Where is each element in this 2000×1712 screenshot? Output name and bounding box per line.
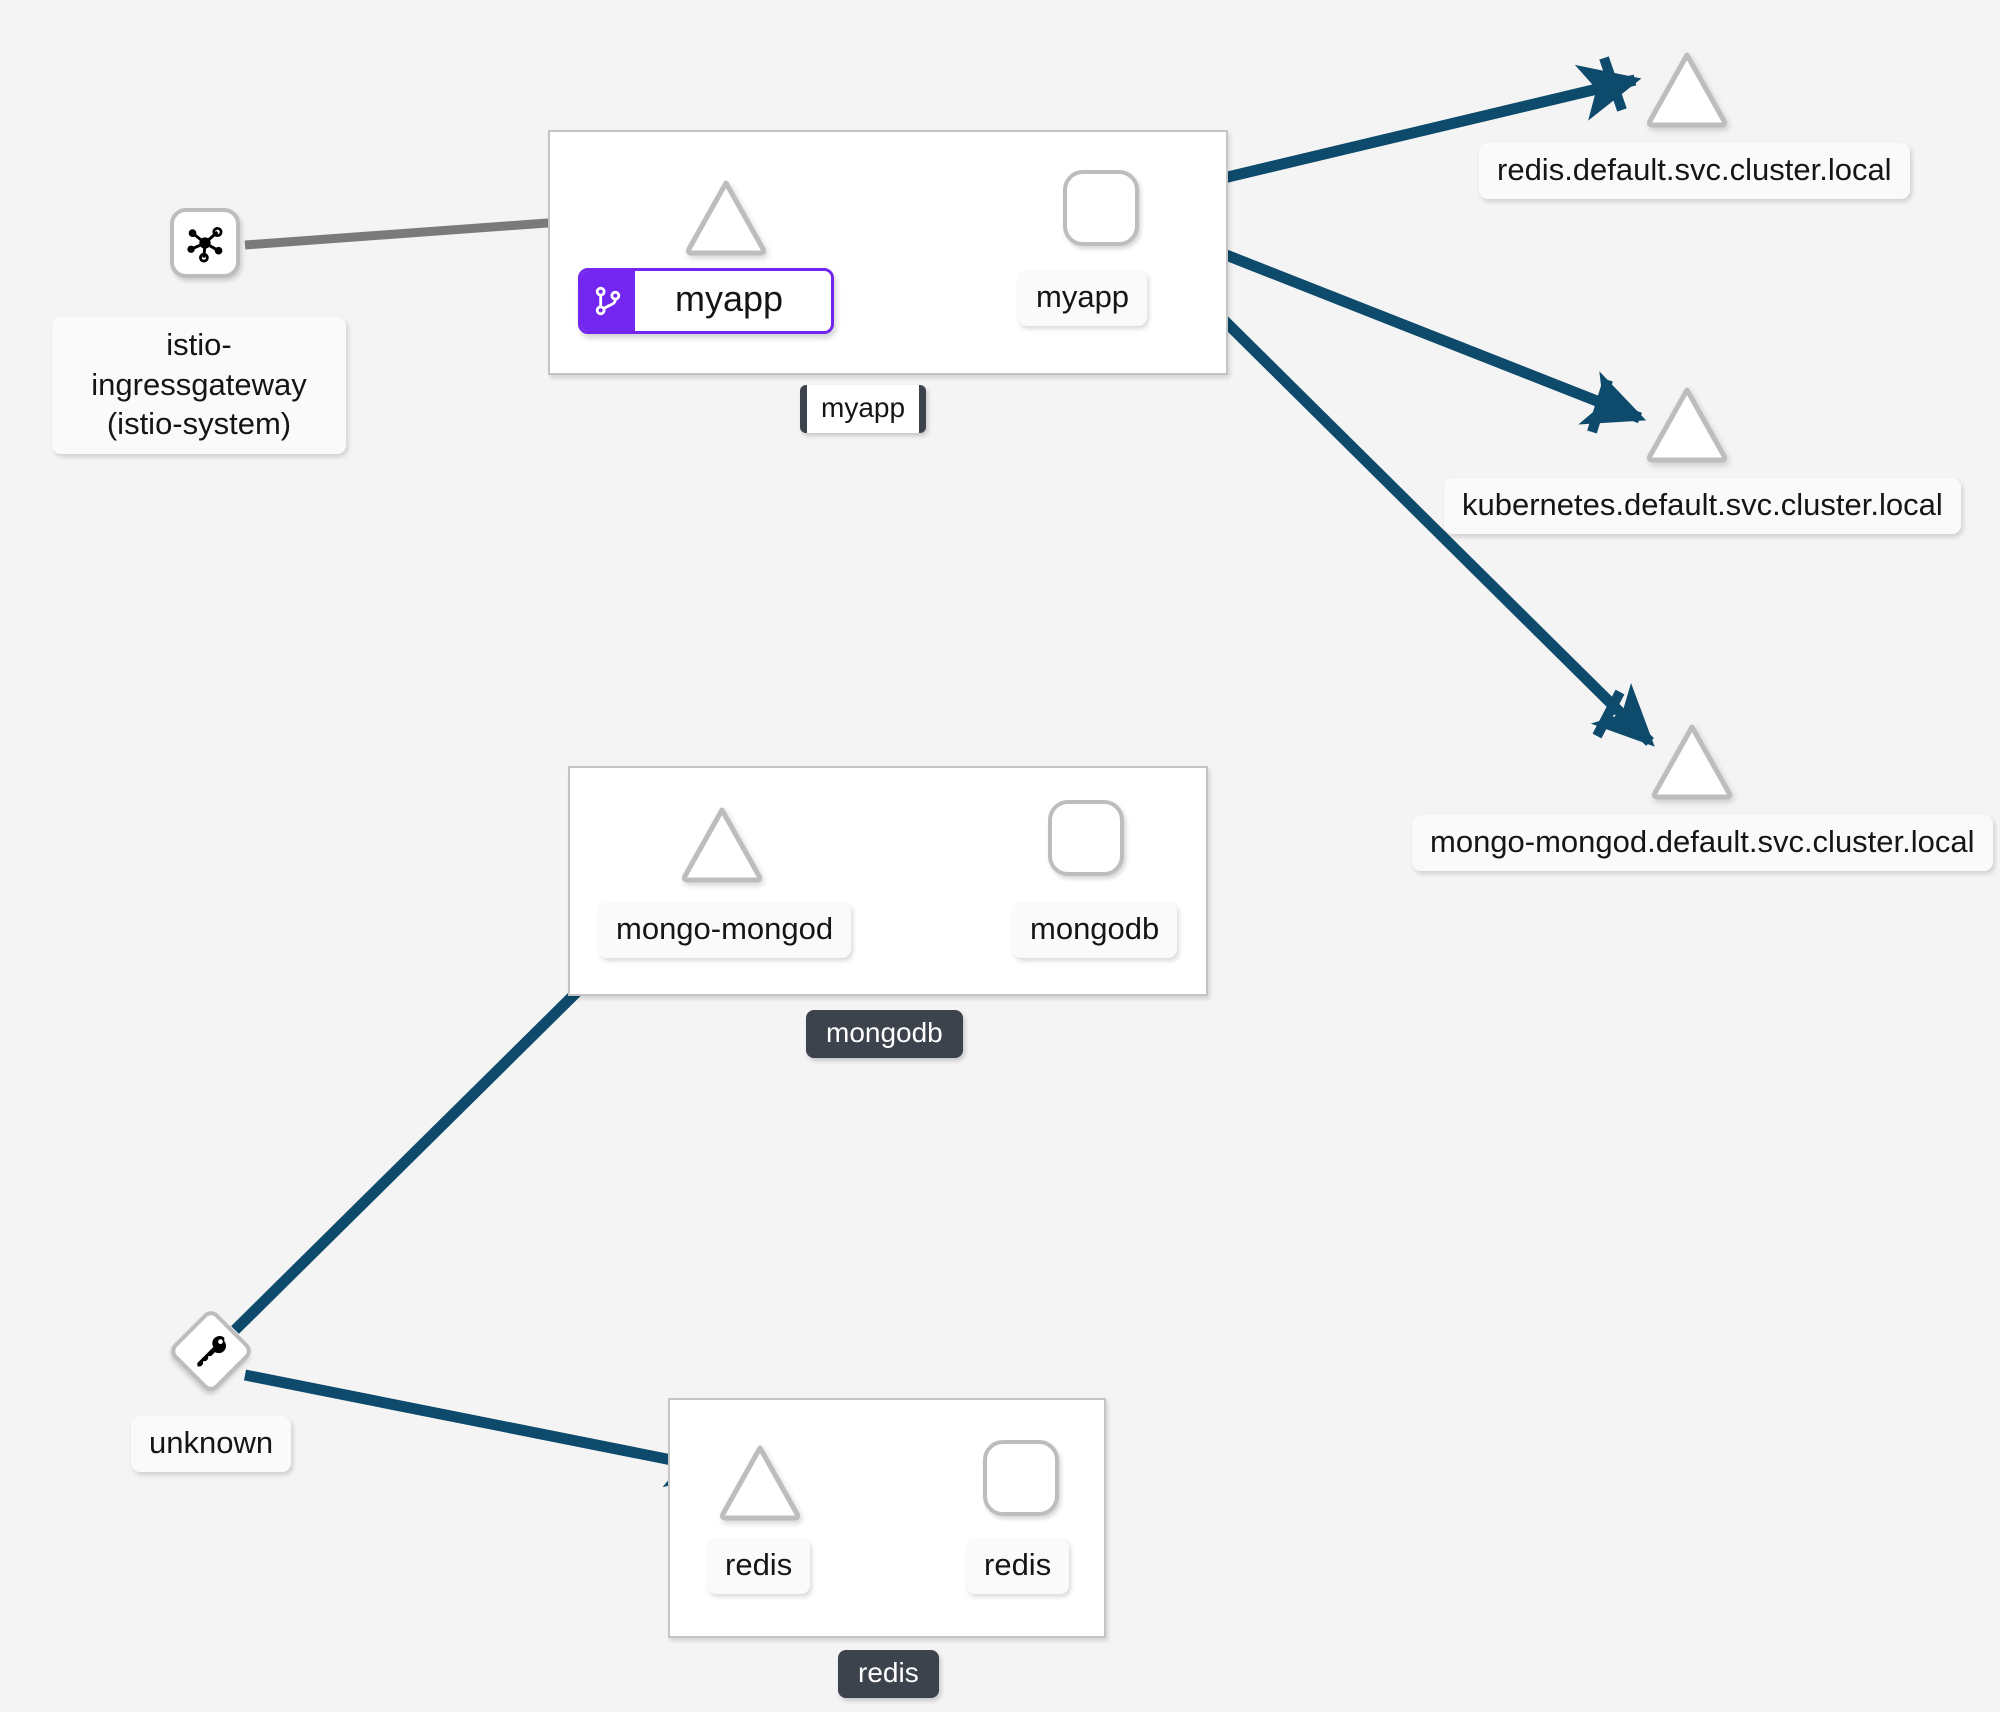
triangle-glyph	[719, 1445, 801, 1521]
node-label-myapp-app[interactable]: myapp	[1018, 270, 1148, 326]
mongodb-app-shape[interactable]	[1048, 800, 1124, 876]
istio-ingressgateway-label-line2: (istio-system)	[106, 406, 292, 442]
triangle-glyph	[1651, 724, 1733, 800]
redis-fqdn-shape[interactable]	[1645, 50, 1729, 128]
istio-ingressgateway-label-line1: istio-ingressgateway	[91, 327, 307, 402]
node-label-redis-fqdn[interactable]: redis.default.svc.cluster.local	[1479, 143, 1910, 199]
namespace-box-mongodb[interactable]	[568, 766, 1208, 996]
triangle-glyph	[685, 180, 767, 256]
mtls-tick-mongo	[1592, 689, 1625, 739]
triangle-glyph	[681, 807, 763, 883]
kubernetes-fqdn-shape[interactable]	[1645, 385, 1729, 463]
mtls-tick-redis	[1599, 56, 1627, 112]
node-label-mongodb-app[interactable]: mongodb	[1012, 902, 1178, 958]
unknown-icon-wrap	[180, 1320, 242, 1382]
edge-unknown-to-redis-service[interactable]	[243, 1369, 729, 1488]
triangle-glyph	[1646, 52, 1728, 128]
git-branch-icon	[581, 271, 635, 331]
myapp-service-label-text: myapp	[635, 271, 832, 331]
mongo-fqdn-shape[interactable]	[1650, 722, 1734, 800]
myapp-service-shape[interactable]	[684, 178, 768, 256]
istio-ingressgateway-shape[interactable]	[170, 208, 240, 278]
node-label-redis-service[interactable]: redis	[707, 1538, 811, 1594]
mesh-icon	[187, 226, 223, 263]
node-label-mongo-fqdn[interactable]: mongo-mongod.default.svc.cluster.local	[1412, 815, 1993, 871]
node-label-kubernetes-fqdn[interactable]: kubernetes.default.svc.cluster.local	[1444, 478, 1961, 534]
node-label-redis-app[interactable]: redis	[966, 1538, 1070, 1594]
node-label-myapp-service[interactable]: myapp	[578, 268, 835, 334]
node-label-unknown[interactable]: unknown	[131, 1416, 292, 1472]
node-label-istio-ingressgateway[interactable]: istio-ingressgateway (istio-system)	[52, 317, 346, 455]
mongo-mongod-service-shape[interactable]	[680, 805, 764, 883]
namespace-badge-redis[interactable]: redis	[838, 1650, 939, 1698]
redis-service-shape[interactable]	[718, 1443, 802, 1521]
redis-app-shape[interactable]	[983, 1440, 1059, 1516]
namespace-box-myapp[interactable]	[548, 130, 1228, 375]
key-icon	[197, 1335, 227, 1367]
triangle-glyph	[1646, 387, 1728, 463]
mtls-tick-kubernetes	[1587, 378, 1613, 434]
namespace-badge-mongodb[interactable]: mongodb	[806, 1010, 963, 1058]
myapp-app-shape[interactable]	[1063, 170, 1139, 246]
node-label-mongo-mongod-service[interactable]: mongo-mongod	[598, 902, 852, 958]
namespace-badge-myapp[interactable]: myapp	[800, 385, 927, 433]
